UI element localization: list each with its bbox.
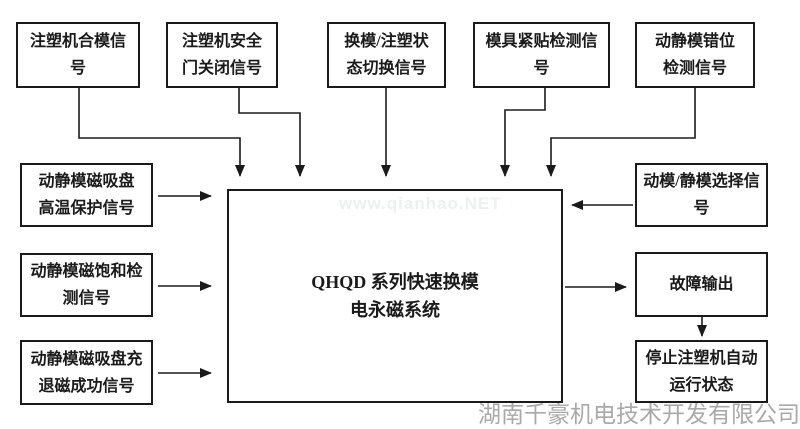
arrow-mold-contact-to-system [500, 88, 546, 177]
site-watermark: www.qianhao.NET [339, 194, 502, 213]
box-mold-select-signal: 动模/静模选择信 号 [635, 163, 768, 227]
box-injection-clamp-signal: 注塑机合模信 号 [16, 22, 140, 88]
box-mold-change-state-switch-signal: 换模/注塑状 态切换信号 [327, 22, 446, 88]
arrow-misalign-to-system [546, 88, 696, 177]
box-mold-misalignment-detect-signal: 动静模错位 检测信号 [635, 22, 755, 88]
arrow-safety-door-to-system [238, 88, 305, 177]
arrow-clamp-signal-to-system [78, 88, 245, 177]
box-stop-auto-run-state: 停止注塑机自动 运行状态 [635, 340, 768, 403]
box-magnet-overtemp-protect-signal: 动静模磁吸盘 高温保护信号 [20, 163, 153, 227]
box-qhqd-system: QHQD 系列快速换模 电永磁系统 [227, 189, 563, 403]
box-safety-door-closed-signal: 注塑机安全 门关闭信号 [166, 22, 278, 88]
box-mold-contact-detect-signal: 模具紧贴检测信 号 [473, 22, 610, 88]
box-magnetize-demagnetize-success-signal: 动静模磁吸盘充 退磁成功信号 [20, 340, 153, 405]
company-watermark: 湖南千豪机电技术开发有限公司 [478, 402, 800, 427]
box-magnet-saturation-detect-signal: 动静模磁饱和检 测信号 [20, 253, 153, 317]
box-fault-output: 故障输出 [635, 252, 768, 317]
